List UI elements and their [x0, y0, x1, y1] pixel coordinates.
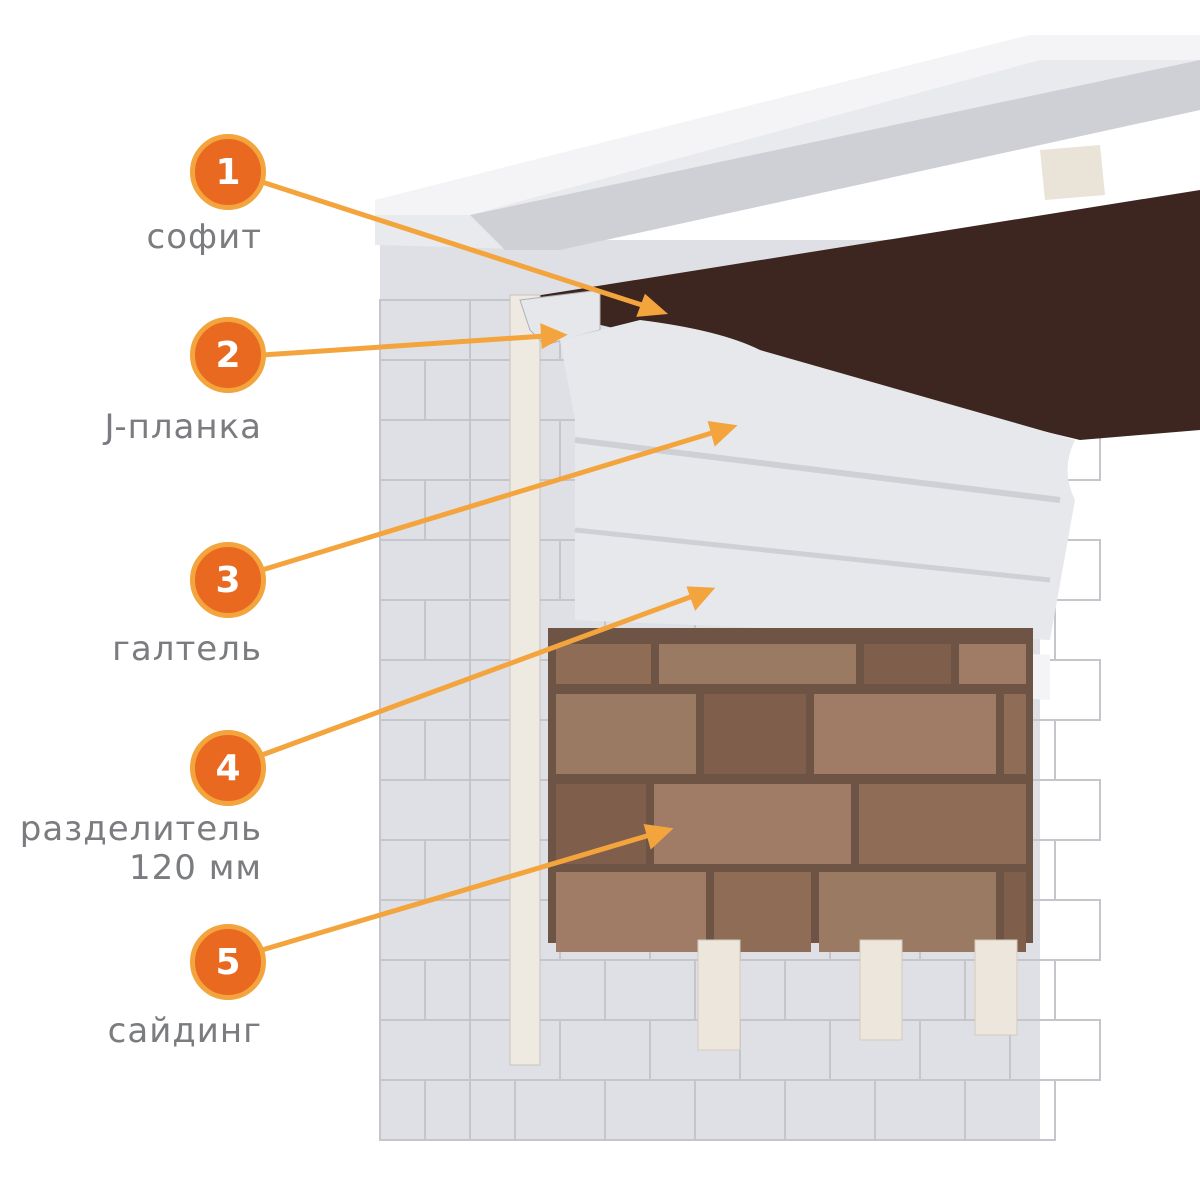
siding-brick	[654, 784, 851, 864]
siding-brick	[556, 872, 706, 952]
siding-brick	[1004, 694, 1026, 774]
wall-block	[964, 1079, 1056, 1141]
siding-brick	[1004, 872, 1026, 952]
label-divider: разделитель	[19, 809, 262, 849]
callout-arrows	[261, 179, 738, 953]
joist	[1040, 145, 1105, 200]
siding-brick	[659, 644, 856, 684]
siding-brick	[704, 694, 806, 774]
siding-brick	[814, 694, 996, 774]
siding-brick	[714, 872, 811, 952]
callout-badge-5: 5	[190, 924, 266, 1000]
soffit	[510, 190, 1200, 440]
callout-badge-1: 1	[190, 134, 266, 210]
siding-brick	[819, 872, 996, 952]
siding-brick	[959, 644, 1026, 684]
callout-badge-3: 3	[190, 542, 266, 618]
battens	[697, 939, 1018, 1051]
roof-slab	[375, 35, 1200, 250]
siding-brick	[864, 644, 951, 684]
label-divider-size: 120 мм	[128, 848, 262, 888]
label-cove: галтель	[112, 629, 262, 669]
j-channel	[509, 294, 541, 1066]
siding-brick	[556, 644, 651, 684]
label-siding: сайдинг	[107, 1011, 262, 1051]
callout-badge-2: 2	[190, 317, 266, 393]
siding-brick	[556, 694, 696, 774]
brick-siding	[548, 628, 1033, 952]
label-j-channel: J-планка	[104, 407, 262, 447]
siding-brick	[859, 784, 1026, 864]
callout-badge-4: 4	[190, 730, 266, 806]
label-soffit: софит	[146, 217, 262, 257]
